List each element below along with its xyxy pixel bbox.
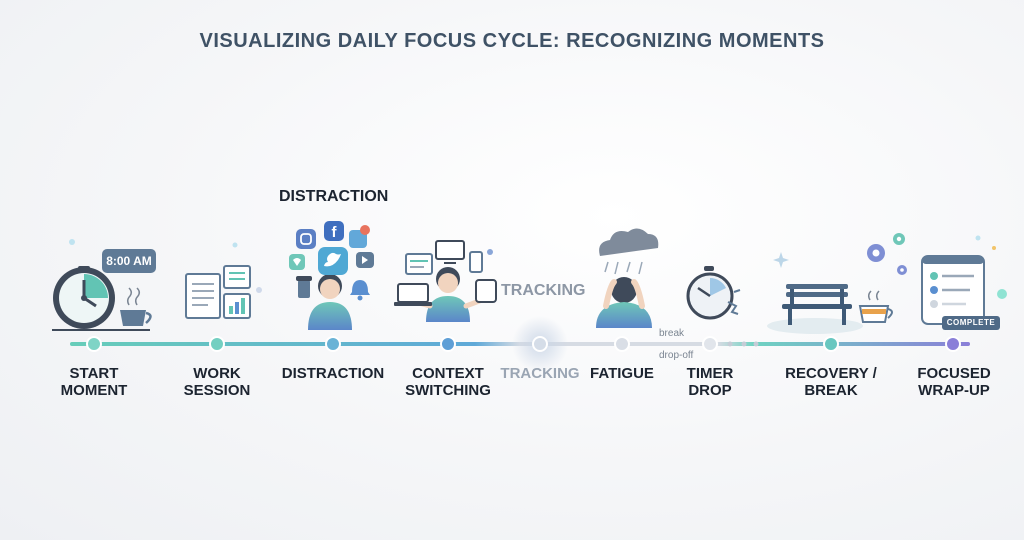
node-wrapup <box>945 336 961 352</box>
step-label-wrapup: FOCUSED WRAP-UP <box>917 365 991 399</box>
svg-text:f: f <box>332 224 338 241</box>
node-work <box>209 336 225 352</box>
documents-icon <box>185 242 262 319</box>
distraction-heading: DISTRACTION <box>279 188 389 205</box>
clock-time-badge: 8:00 AM <box>102 249 156 273</box>
social-media-icons: f <box>289 221 374 301</box>
tea-cup-icon <box>858 290 893 323</box>
timeline-nodes <box>86 336 961 352</box>
tired-person-icon <box>596 277 652 328</box>
step-label-timer: TIMER DROP <box>686 365 734 399</box>
bench-icon <box>767 284 863 334</box>
step-label-work: WORK SESSION <box>183 365 251 399</box>
step-label-recovery: RECOVERY / BREAK <box>785 365 877 399</box>
dropoff-note: drop-off <box>659 350 694 361</box>
node-timer <box>702 336 718 352</box>
complete-badge: COMPLETE <box>942 316 1000 330</box>
node-tracking <box>532 336 548 352</box>
devices-icons <box>394 240 497 306</box>
node-context <box>440 336 456 352</box>
step-label-context: CONTEXT SWITCHING <box>405 365 491 399</box>
step-label-start: START MOMENT <box>60 365 128 399</box>
step-label-fatigue: FATIGUE <box>590 365 654 382</box>
coffee-cup-icon <box>120 287 152 326</box>
step-label-distraction: DISTRACTION <box>281 365 385 382</box>
step-label-tracking: TRACKING <box>500 365 580 382</box>
stopwatch-icon <box>52 239 150 331</box>
node-fatigue <box>614 336 630 352</box>
page-title: VISUALIZING DAILY FOCUS CYCLE: RECOGNIZI… <box>199 30 825 52</box>
checklist-icon <box>921 235 1007 325</box>
distracted-person-icon <box>296 274 352 330</box>
tracking-heading: TRACKING <box>501 282 586 299</box>
rain-cloud-icon <box>599 228 659 275</box>
node-distraction <box>325 336 341 352</box>
break-note: break <box>659 328 685 339</box>
broken-timer-icon <box>686 266 741 320</box>
node-start <box>86 336 102 352</box>
node-recovery <box>823 336 839 352</box>
gear-icon <box>773 233 907 275</box>
